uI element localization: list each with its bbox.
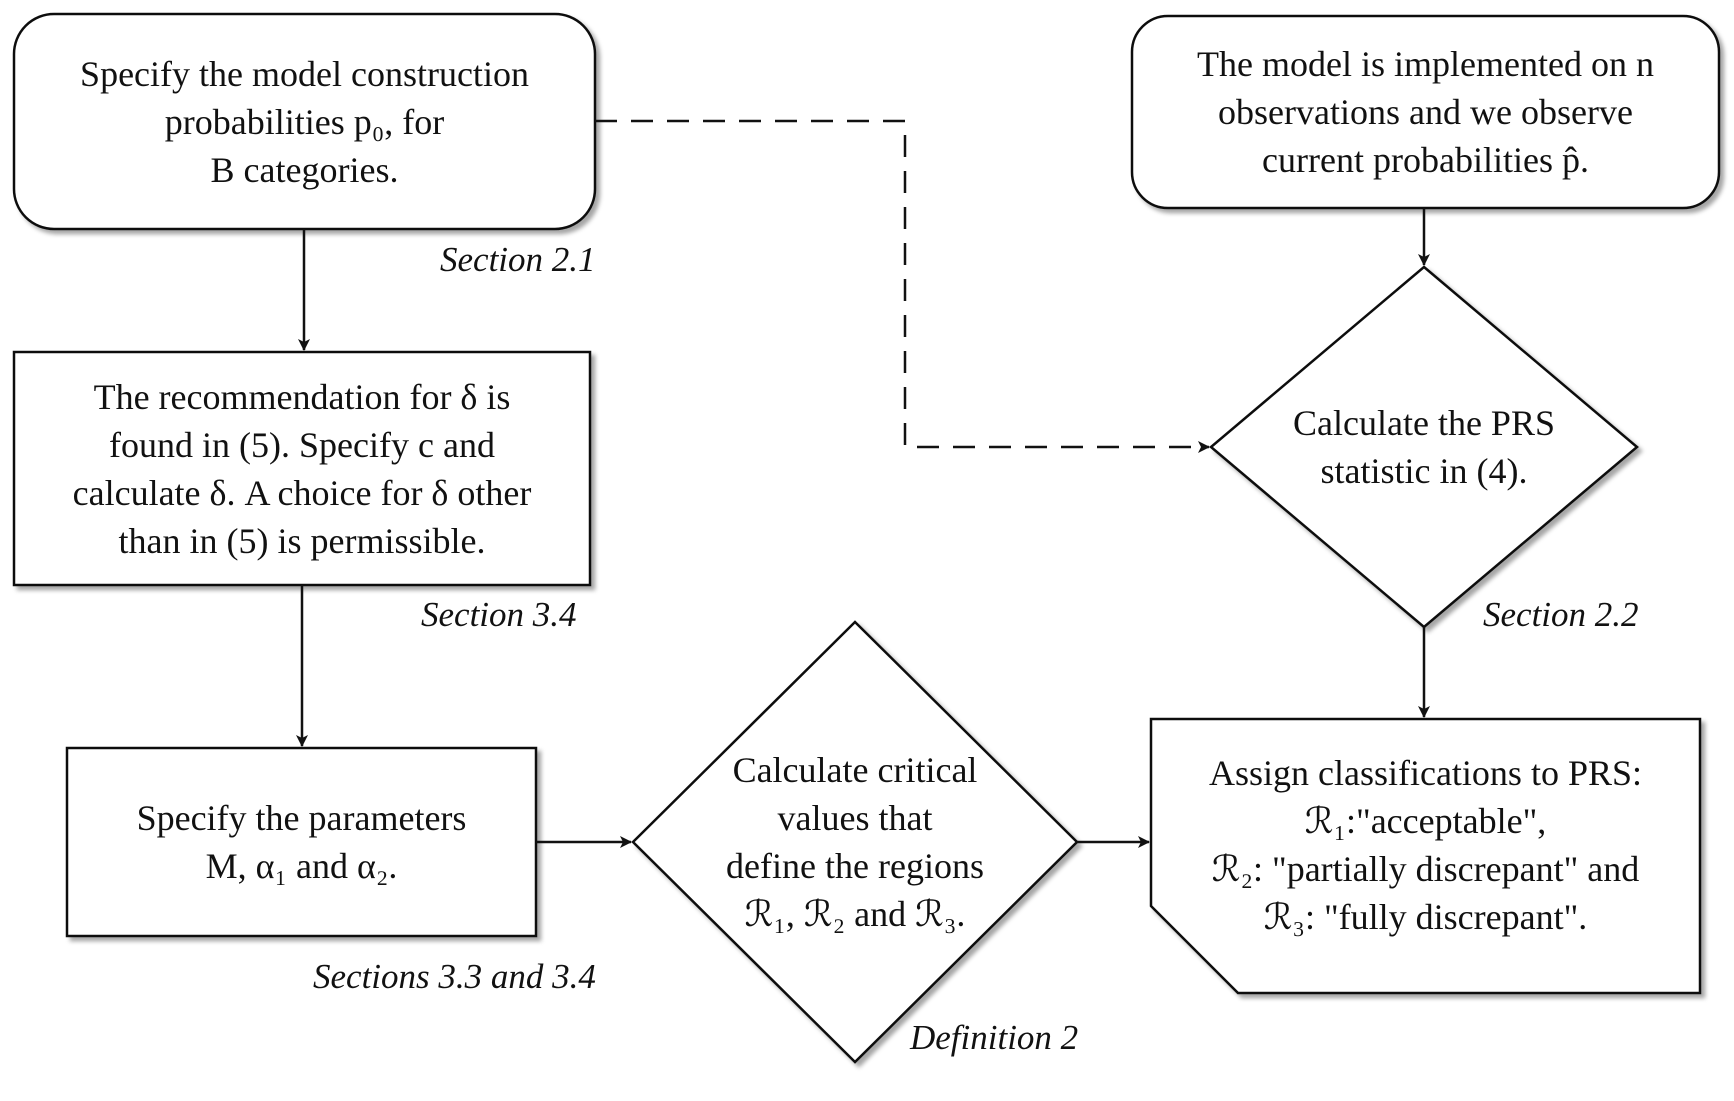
delta-text: The recommendation for δ is found in (5)… — [14, 352, 590, 585]
params-line-2: M, α₁ and α₂. — [205, 846, 398, 886]
critical-text: Calculate critical values that define th… — [680, 742, 1030, 942]
critical-diamond — [631, 620, 1079, 1064]
caption-definition-2: Definition 2 — [910, 1018, 1079, 1057]
assign-text: Assign classifications to PRS: ℛ₁:"accep… — [1151, 745, 1700, 945]
spec-probs-line-3: B categories. — [210, 149, 399, 190]
params-text: Specify the parameters M, α₁ and α₂. — [67, 748, 536, 936]
caption-sections-3-3-3-4: Sections 3.3 and 3.4 — [313, 957, 596, 996]
spec-probs-line-2: probabilities p₀, for — [164, 101, 445, 142]
params-line-1: Specify the parameters — [136, 798, 467, 838]
assign-line-4: ℛ₃: "fully discrepant". — [1263, 897, 1588, 937]
dashed-arrow-spec-to-prs — [595, 119, 1210, 453]
critical-line-1: Calculate critical — [732, 750, 978, 790]
implemented-line-2: observations and we observe — [1218, 92, 1633, 132]
implemented-line-3: current probabilities p̂. — [1262, 140, 1589, 180]
prs-line-1: Calculate the PRS — [1293, 403, 1555, 443]
delta-line-4: than in (5) is permissible. — [118, 520, 486, 561]
caption-section-3-4: Section 3.4 — [421, 595, 577, 634]
assign-line-1: Assign classifications to PRS: — [1208, 753, 1643, 793]
params-box — [65, 746, 538, 938]
delta-line-2: found in (5). Specify c and — [109, 424, 495, 465]
spec-probs-text: Specify the model construction probabili… — [14, 30, 595, 213]
assign-line-3: ℛ₂: "partially discrepant" and — [1211, 849, 1640, 889]
critical-line-3: define the regions — [726, 846, 984, 886]
assign-box — [1149, 717, 1702, 995]
prs-line-2: statistic in (4). — [1320, 451, 1528, 491]
delta-line-3: calculate δ. A choice for δ other — [72, 472, 532, 513]
caption-section-2-1: Section 2.1 — [440, 240, 596, 279]
implemented-box — [1130, 14, 1721, 210]
assign-line-2: ℛ₁:"acceptable", — [1304, 801, 1547, 841]
critical-line-2: values that — [777, 798, 933, 838]
caption-section-2-2: Section 2.2 — [1483, 595, 1639, 634]
prs-text: Calculate the PRS statistic in (4). — [1244, 397, 1604, 497]
implemented-line-1: The model is implemented on n — [1197, 44, 1654, 84]
spec-probs-line-1: Specify the model construction — [80, 53, 529, 94]
critical-line-4: ℛ₁, ℛ₂ and ℛ₃. — [744, 894, 966, 934]
delta-box — [12, 350, 592, 587]
implemented-text: The model is implemented on n observatio… — [1132, 16, 1719, 208]
delta-line-1: The recommendation for δ is — [93, 376, 511, 417]
